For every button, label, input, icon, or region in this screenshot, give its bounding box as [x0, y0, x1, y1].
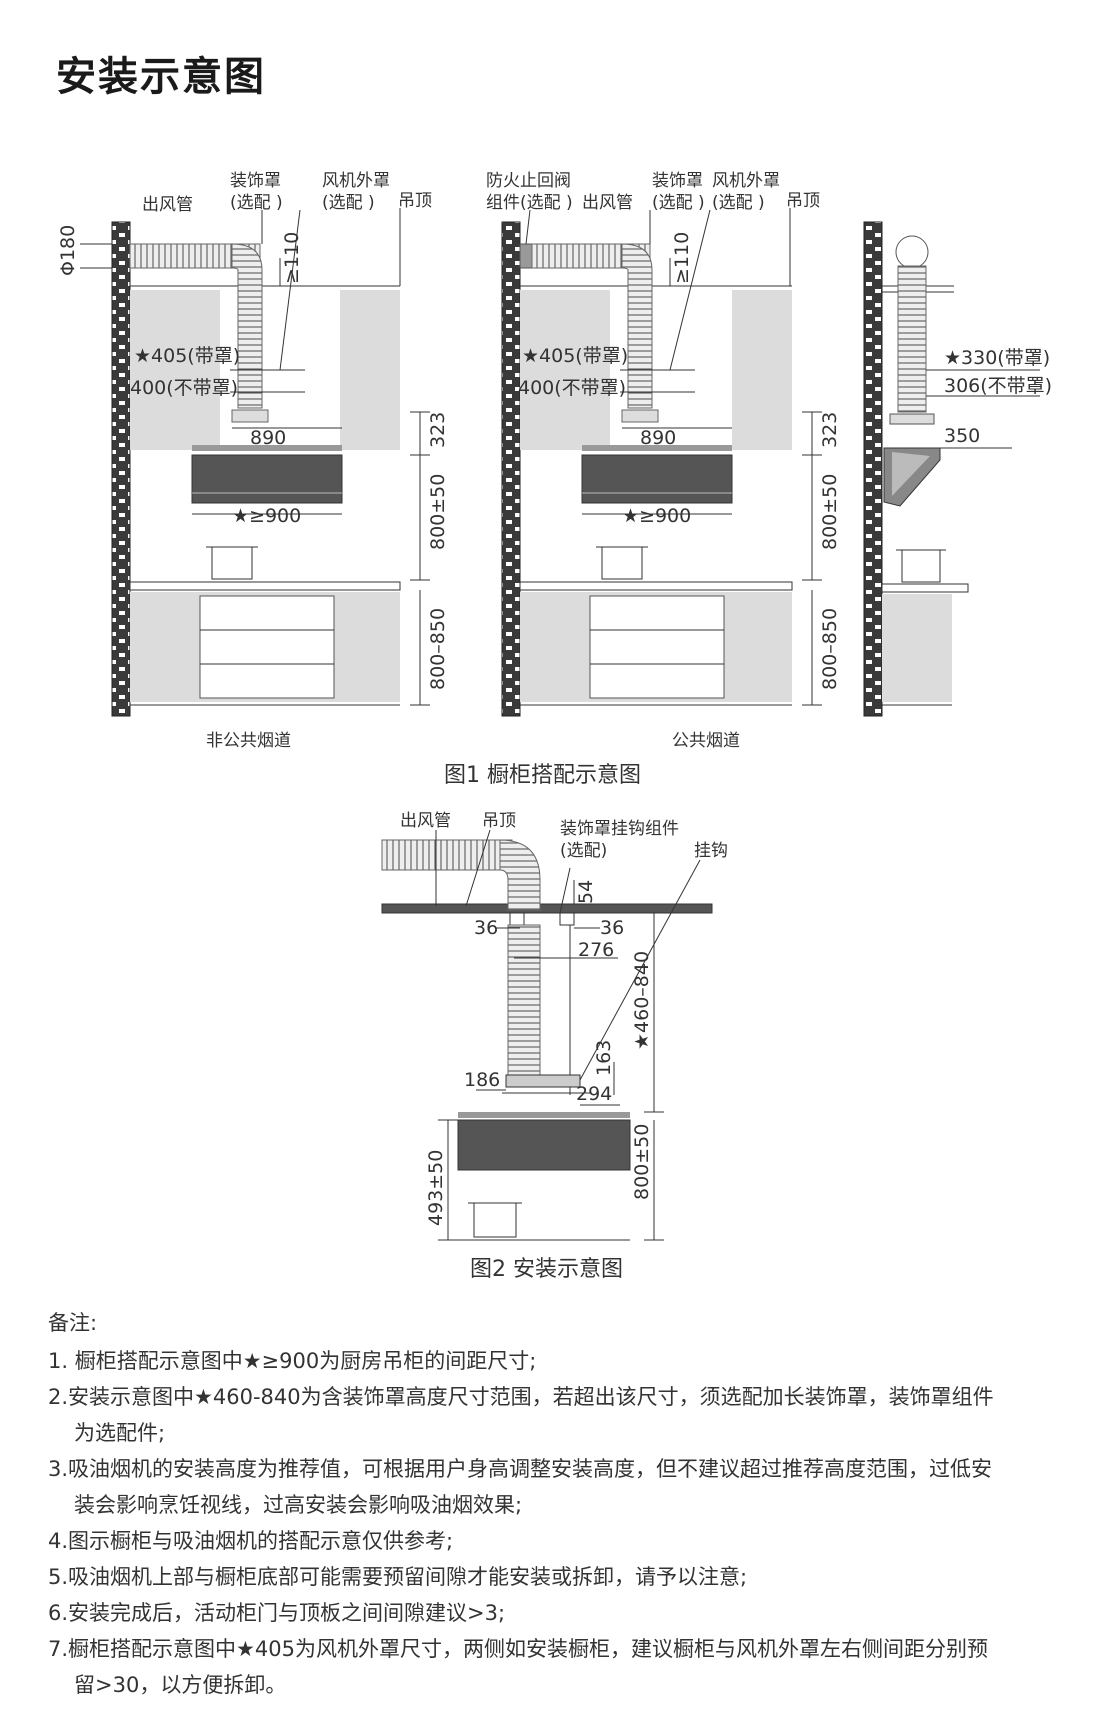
panel-side-view — [863, 221, 1040, 717]
dim-800-850: 800–850 — [427, 608, 449, 690]
note-item: 7.橱柜搭配示意图中★405为风机外罩尺寸，两侧如安装橱柜，建议橱柜与风机外罩左… — [48, 1637, 988, 1661]
dim-gap110: ≥110 — [281, 232, 303, 284]
note-item-continued: 装会影响烹饪视线，过高安装会影响吸油烟效果; — [74, 1493, 523, 1517]
caption-figure2: 图2 安装示意图 — [470, 1257, 623, 1282]
note-item: 5.吸油烟机上部与橱柜底部可能需要预留间隙才能安装或拆卸，请予以注意; — [48, 1565, 748, 1589]
dim-54: 54 — [575, 880, 597, 904]
dim-163: 163 — [593, 1040, 615, 1076]
dim-460-840: ★460–840 — [631, 951, 653, 1050]
dim-350: 350 — [944, 425, 980, 447]
wall-cabinet-right — [340, 290, 400, 450]
dim-323: 323 — [427, 412, 449, 448]
label-check-valve: 防火止回阀 — [486, 171, 571, 191]
note-item: 1. 橱柜搭配示意图中★≥900为厨房吊柜的间距尺寸; — [48, 1349, 537, 1373]
dim-w405: ★405(带罩) — [134, 345, 240, 367]
dim-w400-public: 400(不带罩) — [518, 377, 626, 399]
panel-public-flue — [501, 208, 822, 717]
range-hood-fig2 — [457, 1119, 631, 1171]
dim-w405-public: ★405(带罩) — [522, 345, 628, 367]
dim-800-50: 800±50 — [427, 474, 449, 550]
sublabel-public-flue: 公共烟道 — [672, 731, 740, 751]
outlet-duct-fig2 — [381, 839, 513, 871]
fan-cover — [231, 409, 269, 423]
sublabel-non-public-flue: 非公共烟道 — [206, 731, 291, 751]
dim-phi180: Φ180 — [57, 225, 79, 276]
dim-36a: 36 — [474, 917, 498, 939]
note-item: 2.安装示意图中★460-840为含装饰罩高度尺寸范围，若超出该尺寸，须选配加长… — [48, 1385, 994, 1409]
label-decor-cover-opt: (选配 ) — [230, 193, 283, 213]
label-hook-assembly-opt: (选配) — [560, 841, 607, 861]
brick-wall-public — [501, 221, 521, 717]
installation-diagram: 装饰罩 (选配 ) 风机外罩 (选配 ) 出风管 吊顶 Φ180 ≥110 ★4… — [57, 171, 1052, 1282]
vertical-duct-fig2 — [507, 924, 541, 1076]
notes-section: 备注: 1. 橱柜搭配示意图中★≥900为厨房吊柜的间距尺寸; 2.安装示意图中… — [48, 1305, 1068, 1703]
dim-w306: 306(不带罩) — [944, 375, 1052, 397]
label-outlet-pipe: 出风管 — [142, 195, 193, 215]
wall-cabinet-left — [130, 290, 220, 450]
label-fan-cover-opt-public: (选配 ) — [712, 193, 765, 213]
brick-wall — [111, 221, 131, 717]
figure2-installation — [381, 829, 713, 1241]
note-item-continued: 留>30，以方便拆卸。 — [74, 1673, 287, 1697]
dim-890: 890 — [250, 427, 286, 449]
pot — [211, 546, 253, 580]
caption-figure1: 图1 橱柜搭配示意图 — [444, 763, 641, 788]
dim-36b: 36 — [600, 917, 624, 939]
dim-186: 186 — [464, 1069, 500, 1091]
label-ceiling: 吊顶 — [398, 191, 432, 211]
label-decor-cover-public: 装饰罩 — [652, 171, 703, 191]
dim-890-public: 890 — [640, 427, 676, 449]
label-decor-cover: 装饰罩 — [230, 171, 281, 191]
label-fan-cover-public: 风机外罩 — [712, 171, 780, 191]
label-outlet-pipe-public: 出风管 — [582, 193, 633, 213]
dim-w400: 400(不带罩) — [130, 377, 238, 399]
label-fan-cover: 风机外罩 — [322, 171, 390, 191]
page-title: 安装示意图 — [56, 54, 266, 100]
note-item: 6.安装完成后，活动柜门与顶板之间间隙建议>3; — [48, 1601, 506, 1625]
dim-800-50-fig2: 800±50 — [631, 1124, 653, 1200]
label-check-valve-opt: 组件(选配 ) — [486, 193, 573, 213]
dim-900: ★≥900 — [232, 505, 301, 527]
check-valve — [519, 243, 533, 269]
note-item-continued: 为选配件; — [74, 1421, 166, 1445]
dim-gap110-public: ≥110 — [671, 232, 693, 284]
label-fan-cover-opt: (选配 ) — [322, 193, 375, 213]
dim-294: 294 — [576, 1083, 612, 1105]
dim-900-public: ★≥900 — [622, 505, 691, 527]
dim-w330: ★330(带罩) — [944, 347, 1050, 369]
label-hook: 挂钩 — [694, 841, 728, 861]
dim-493-50: 493±50 — [425, 1150, 447, 1226]
label-hook-assembly: 装饰罩挂钩组件 — [560, 819, 679, 839]
notes-heading: 备注: — [48, 1311, 98, 1335]
ceiling-board — [381, 903, 713, 914]
label-ceiling-fig2: 吊顶 — [482, 811, 516, 831]
dim-276: 276 — [578, 939, 614, 961]
panel-non-public-flue — [80, 208, 430, 717]
dim-800-850-public: 800–850 — [819, 608, 841, 690]
label-outlet-pipe-fig2: 出风管 — [400, 811, 451, 831]
note-item: 4.图示橱柜与吸油烟机的搭配示意仅供参考; — [48, 1529, 454, 1553]
dim-800-50-public: 800±50 — [819, 474, 841, 550]
range-hood — [191, 454, 343, 504]
label-decor-cover-opt-public: (选配 ) — [652, 193, 705, 213]
note-item: 3.吸油烟机的安装高度为推荐值，可根据用户身高调整安装高度，但不建议超过推荐高度… — [48, 1457, 993, 1481]
label-ceiling-public: 吊顶 — [786, 191, 820, 211]
dim-323-public: 323 — [819, 412, 841, 448]
range-hood-public — [581, 454, 733, 504]
